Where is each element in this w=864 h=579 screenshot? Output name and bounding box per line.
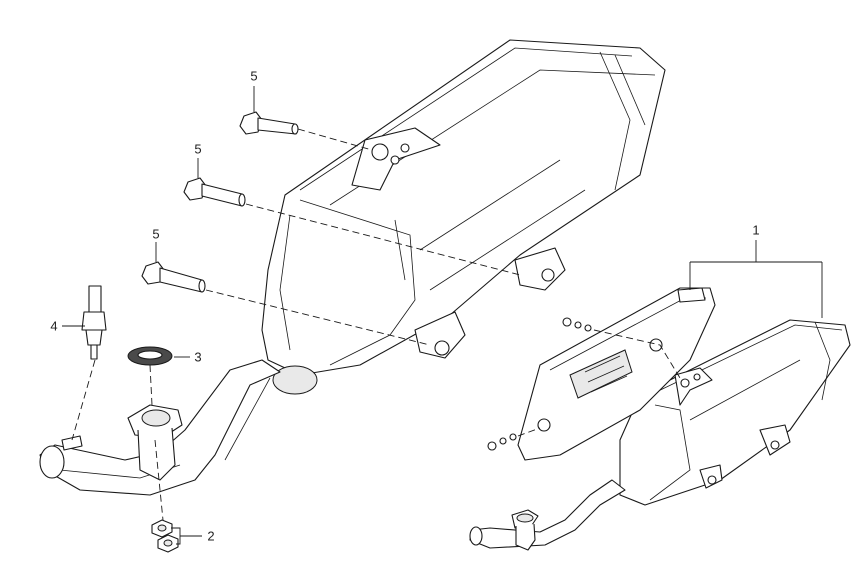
callout-3: 3 [194, 349, 201, 364]
exhaust-pipe-small [469, 479, 626, 551]
bolt-middle [183, 177, 246, 207]
nut-upper [151, 519, 173, 538]
muffler-assembly-small [619, 319, 851, 506]
heat-shield [517, 287, 716, 461]
gasket [127, 346, 173, 366]
oxygen-sensor [81, 285, 107, 360]
heat-shield-screws [487, 317, 592, 451]
leader-lines [62, 86, 823, 545]
callout-5-middle: 5 [194, 141, 201, 156]
bolt-top [239, 111, 299, 135]
assembly-lines [71, 128, 681, 521]
callout-5-top: 5 [250, 68, 257, 83]
callout-1: 1 [752, 222, 759, 237]
bolt-lower [141, 261, 206, 293]
callout-5-lower: 5 [152, 226, 159, 241]
muffler-large [261, 39, 666, 395]
callout-4: 4 [50, 318, 57, 333]
exhaust-pipe-large [39, 359, 281, 496]
callout-2: 2 [207, 528, 214, 543]
nut-lower [157, 534, 179, 553]
